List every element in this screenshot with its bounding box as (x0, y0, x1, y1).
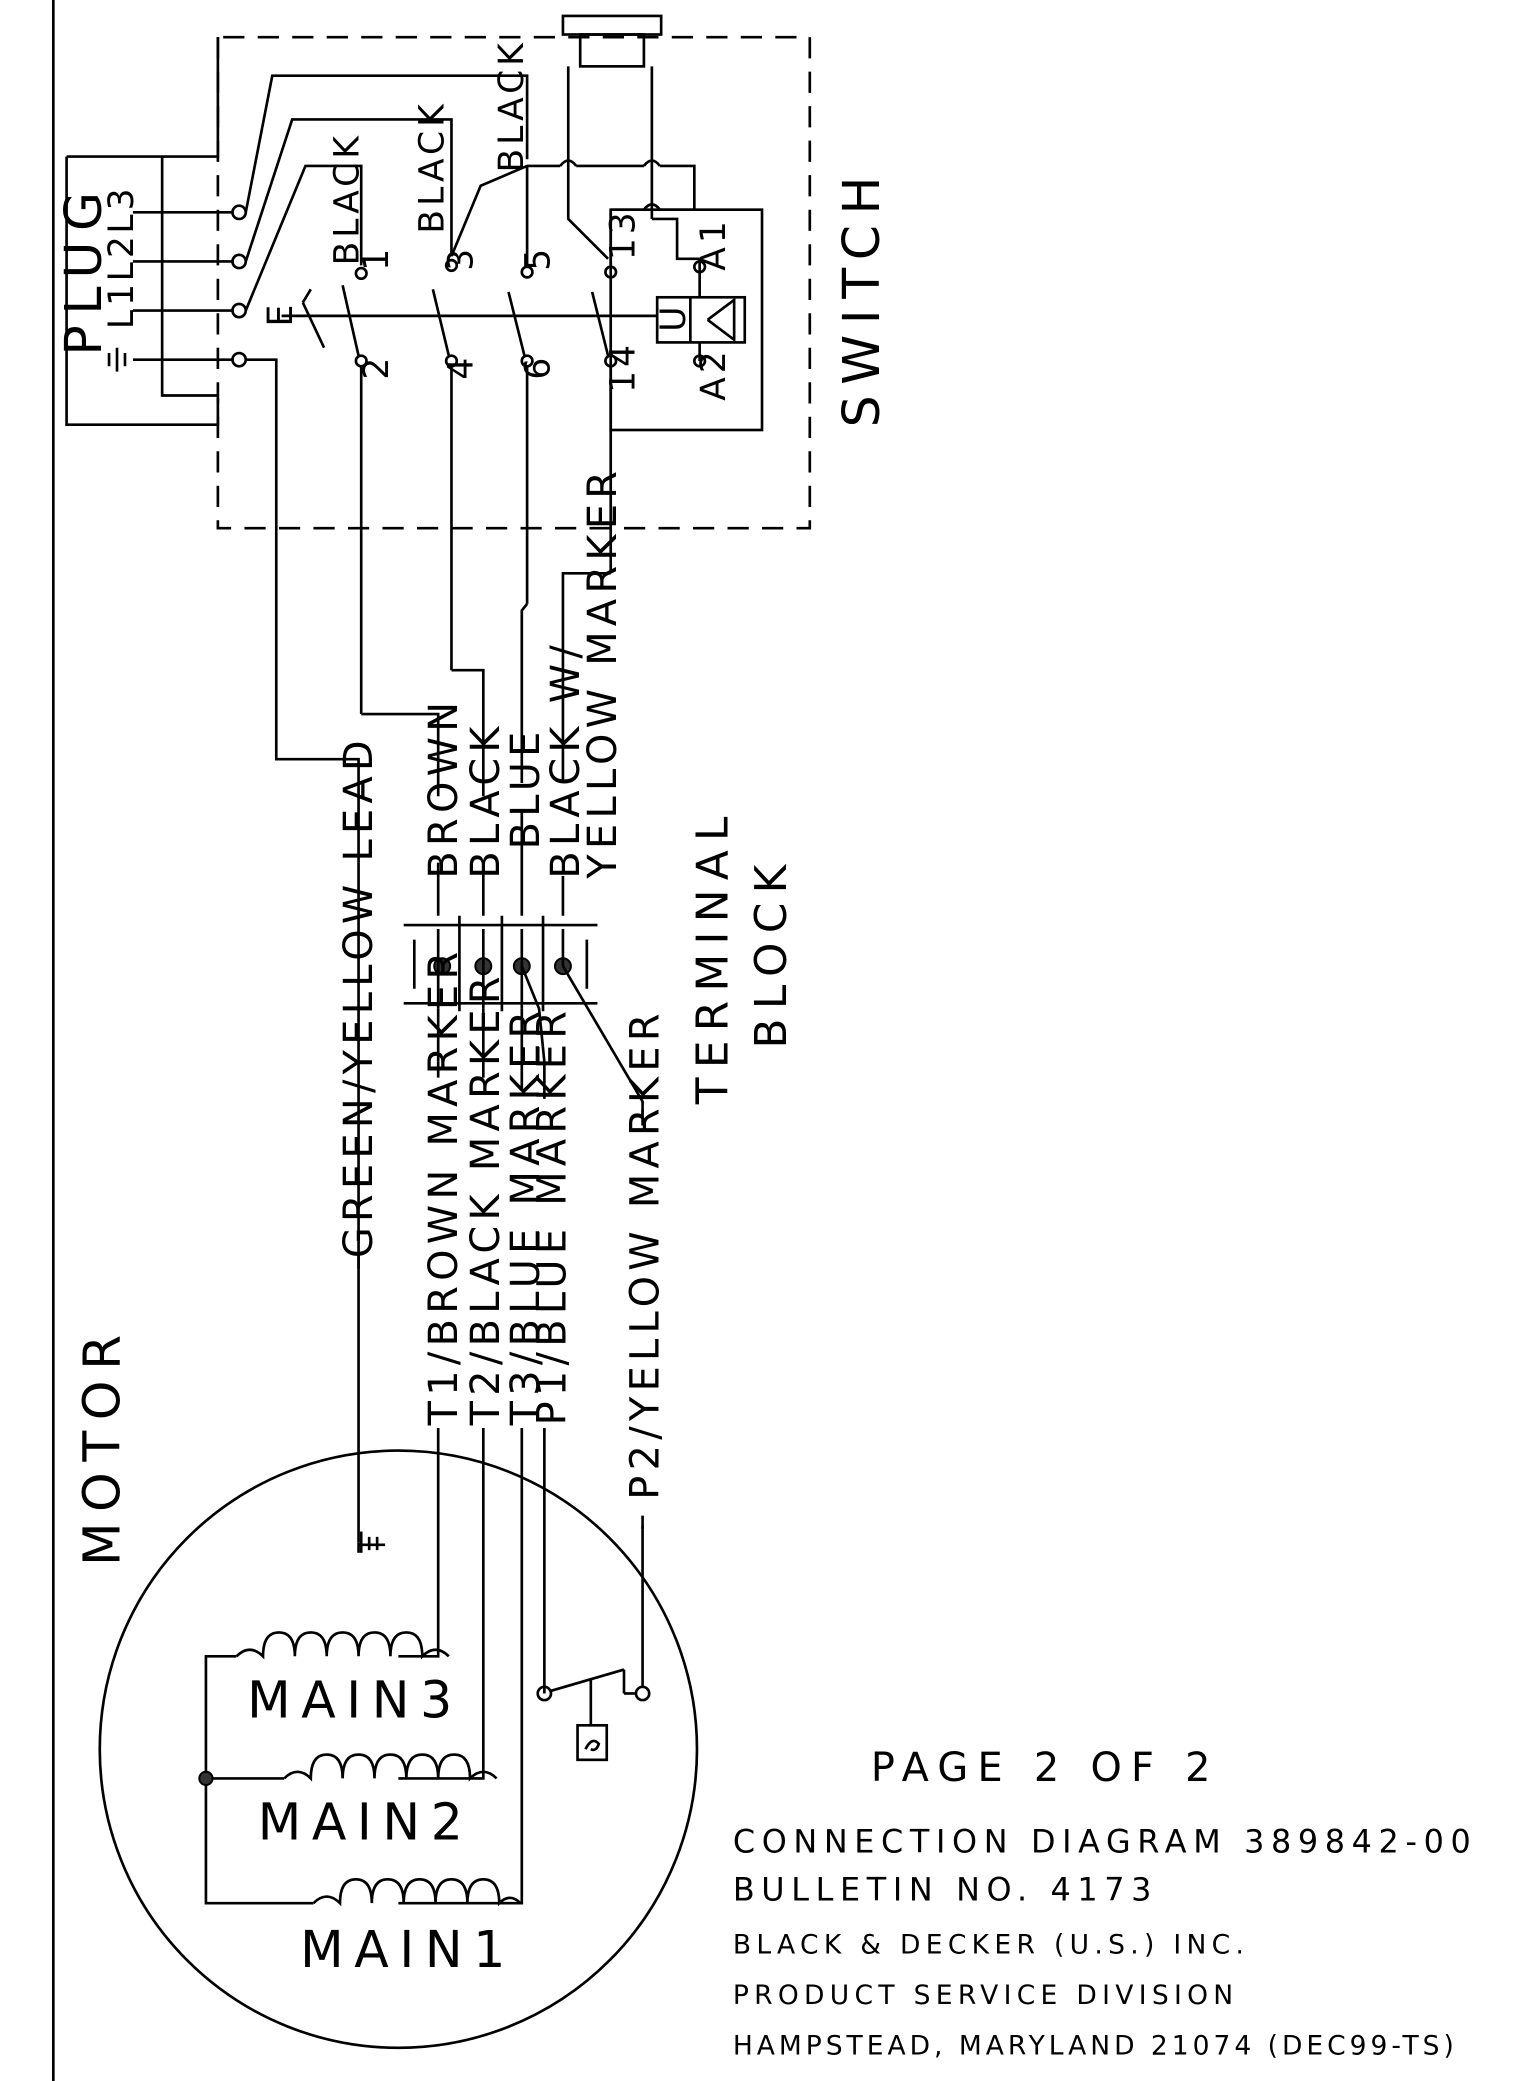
leads-to-motor (398, 1008, 644, 1905)
p2-label: P2/YELLOW MARKER (622, 1008, 668, 1499)
terminal-2-label: 2 (357, 354, 397, 380)
page-number: PAGE 2 OF 2 (871, 1745, 1220, 1791)
t2-label: T2/BLACK MARKER (463, 971, 509, 1426)
title-line-2: BULLETIN NO. 4173 (733, 1871, 1158, 1909)
main1-coil (312, 1877, 522, 1907)
plug-label: PLUG (54, 181, 113, 355)
terminal-13-label: 13 (604, 208, 644, 260)
terminal-1-label: 1 (357, 245, 397, 271)
main3-coil (235, 1631, 450, 1660)
switch-label: SWITCH (832, 166, 891, 427)
brown-label: BROWN (421, 697, 467, 879)
terminal-4-label: 4 (442, 354, 482, 380)
winding-junction (198, 1770, 214, 1787)
title-block: PAGE 2 OF 2 CONNECTION DIAGRAM 389842-00… (733, 1745, 1478, 2061)
main1-label: MAIN1 (300, 1920, 516, 1979)
plug-l3-label: L3 (102, 184, 142, 233)
switch-bus (450, 159, 696, 266)
t3-label: T3/BLUE MARKER (503, 1005, 549, 1426)
main2-label: MAIN2 (258, 1792, 474, 1851)
title-line-4: PRODUCT SERVICE DIVISION (733, 1980, 1239, 2011)
blue-label: BLUE (503, 726, 549, 849)
leads-to-terminal (357, 572, 611, 1543)
title-line-3: BLACK & DECKER (U.S.) INC. (733, 1930, 1249, 1961)
earth-label: E (261, 301, 301, 327)
switch-enclosure (216, 14, 812, 530)
a2-label: A2 (694, 347, 734, 401)
plug-l1-label: L1 (102, 280, 142, 329)
title-line-1: CONNECTION DIAGRAM 389842-00 (733, 1823, 1478, 1861)
motor-circle (98, 1449, 699, 2050)
switch-contacts (281, 209, 658, 715)
green-yellow-lead-label: GREEN/YELLOW LEAD (336, 735, 382, 1258)
black-label: BLACK (463, 721, 509, 878)
rotated-labels: PLUG L1 L2 L3 E BLACK BLACK BLACK 1 2 3 … (54, 39, 891, 1566)
motor-label: MOTOR (73, 1324, 132, 1566)
wire-label-black-1: BLACK (328, 132, 368, 265)
terminal-5-label: 5 (519, 245, 559, 271)
main2-coil (283, 1753, 498, 1782)
pushbutton (561, 14, 663, 36)
coil-u-label: U (654, 303, 694, 332)
block-label: BLOCK (746, 855, 797, 1048)
plug-l2-label: L2 (102, 232, 142, 281)
label-ticks (357, 862, 644, 1529)
terminal-14-label: 14 (604, 341, 644, 393)
yellow-marker-label: YELLOW MARKER (580, 466, 626, 880)
terminal-label: TERMINAL (688, 807, 739, 1105)
wire-label-black-2: BLACK (412, 100, 452, 233)
terminal-block (403, 915, 644, 1115)
plug-wires (244, 74, 529, 863)
main3-label: MAIN3 (247, 1670, 463, 1729)
title-line-5: HAMPSTEAD, MARYLAND 21074 (DEC99-TS) (733, 2030, 1458, 2061)
thermal-protector (576, 1723, 609, 1762)
a1-label: A1 (694, 217, 734, 271)
terminal-6-label: 6 (519, 354, 559, 380)
p1-label: P1/BLUE MARKER (530, 1006, 576, 1426)
motor (98, 1449, 699, 2050)
terminal-3-label: 3 (442, 245, 482, 271)
black-w-label: BLACK W/ (543, 640, 589, 879)
t1-label: T1/BROWN MARKER (421, 947, 467, 1427)
wire-label-black-3: BLACK (492, 39, 532, 172)
